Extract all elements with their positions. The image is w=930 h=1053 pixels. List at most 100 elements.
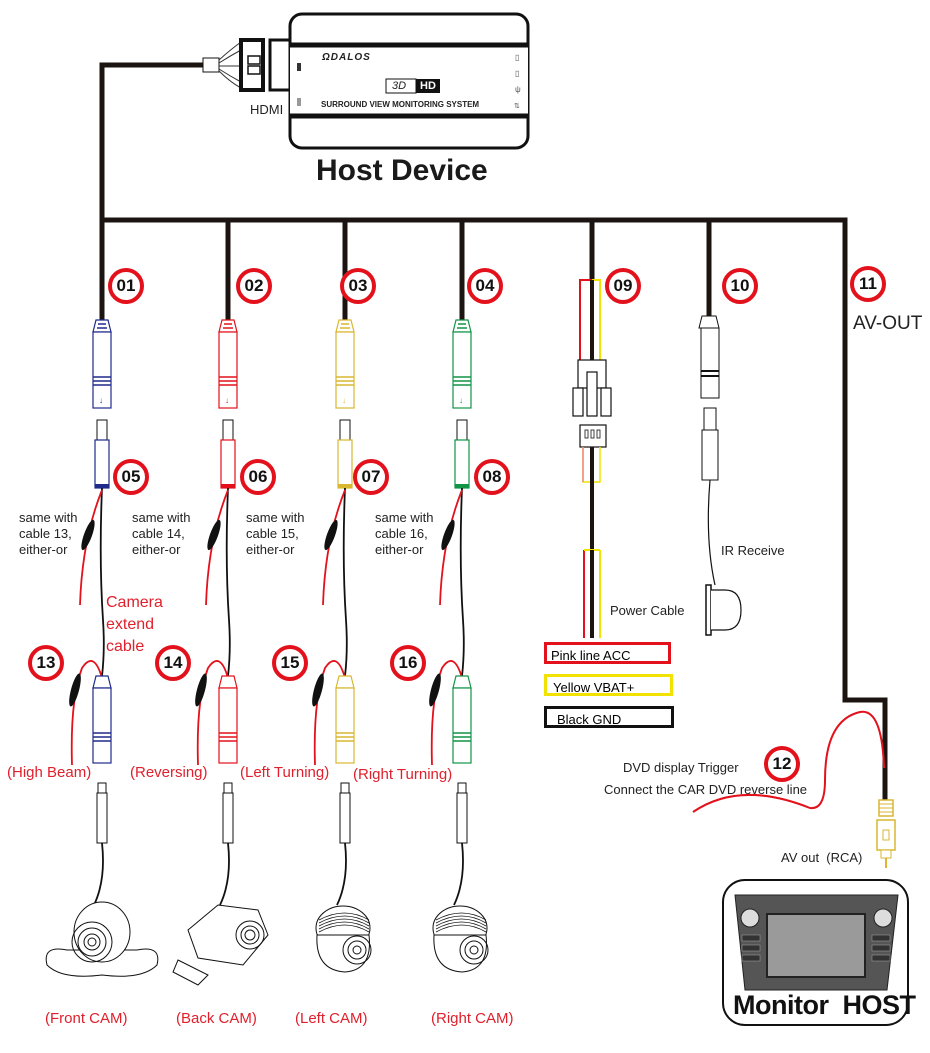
note-line: either-or (375, 542, 424, 557)
cable-badge-14: 14 (155, 645, 191, 681)
svg-text:⇅: ⇅ (514, 103, 520, 110)
front-camera-icon (45, 901, 159, 977)
camera-label-back: (Back CAM) (176, 1010, 257, 1027)
hdmi-label: HDMI (250, 102, 284, 117)
host-badge-3d: 3D (392, 80, 407, 92)
upper-connector-01: ↓ (92, 319, 112, 409)
note-line: same with (375, 510, 434, 525)
ir-receive-label: IR Receive (721, 543, 785, 558)
camera-extend-cable-label: Camera extend cable (106, 592, 163, 658)
trigger-connector-16 (429, 660, 472, 766)
camera-plug (336, 782, 351, 906)
ir-receiver-connector-10 (698, 315, 742, 636)
note-line: either-or (19, 542, 68, 557)
fuse-holder-icon (69, 673, 81, 707)
wire-box-gnd: Black GND (544, 706, 674, 728)
camera-cable (93, 842, 104, 906)
cable-badge-03: 03 (340, 268, 376, 304)
extend-cable (99, 487, 105, 677)
trigger-connector-13 (69, 660, 112, 766)
trigger-label-high-beam: (High Beam) (7, 764, 92, 781)
cable-badge-02: 02 (236, 268, 272, 304)
camera-cable (336, 842, 347, 906)
note-line: same with (19, 510, 78, 525)
extend-connector-07 (322, 419, 353, 677)
trigger-wire (70, 660, 103, 766)
camera-plug (219, 782, 234, 906)
camera-plug (93, 782, 108, 906)
cable-badge-16: 16 (390, 645, 426, 681)
trigger-connector-15 (312, 660, 355, 766)
trigger-label-right-turning: (Right Turning) (353, 766, 453, 783)
caption-line: cable (106, 638, 145, 655)
note-line: cable 14, (132, 526, 185, 541)
svg-text:↓: ↓ (459, 396, 463, 405)
trigger-wire (196, 660, 229, 766)
note-line: cable 13, (19, 526, 72, 541)
dvd-trigger-label: DVD display Trigger Connect the CAR DVD … (604, 757, 807, 801)
upper-connector-03: ↓ (335, 319, 355, 409)
fuse-holder-icon (324, 519, 338, 551)
monitor-host-icon (722, 879, 909, 1026)
upper-connector-04: ↓ (452, 319, 472, 409)
note-cable-16: same with cable 16, either-or (375, 510, 434, 558)
camera-cable (219, 842, 230, 906)
cable-badge-10: 10 (722, 268, 758, 304)
cable-badge-07: 07 (353, 459, 389, 495)
cable-badge-09: 09 (605, 268, 641, 304)
hdmi-plug-icon (202, 38, 294, 92)
svg-text:ψ: ψ (515, 85, 521, 94)
host-device-box: ▯ ▯ ψ ⇅ (288, 12, 530, 150)
main-cable-bus (99, 62, 888, 800)
cable-badge-11: 11 (850, 266, 886, 302)
caption-line: Camera (106, 594, 163, 611)
fuse-holder-icon (81, 519, 95, 551)
camera-label-left: (Left CAM) (295, 1010, 368, 1027)
trigger-label-reversing: (Reversing) (130, 764, 208, 781)
camera-cable (453, 842, 464, 906)
wire-box-acc: Pink line ACC (544, 642, 671, 664)
wire-box-vbat: Yellow VBAT+ (544, 674, 673, 696)
fuse-holder-icon (207, 519, 221, 551)
trigger-wire (430, 660, 463, 766)
monitor-host-label: Monitor HOST (733, 990, 916, 1020)
note-line: same with (132, 510, 191, 525)
cable-badge-04: 04 (467, 268, 503, 304)
cable-badge-06: 06 (240, 459, 276, 495)
cable-badge-08: 08 (474, 459, 510, 495)
host-badge-hd: HD (420, 80, 436, 92)
fuse-holder-icon (429, 673, 441, 707)
svg-text:↓: ↓ (225, 396, 229, 405)
extend-connector-05 (79, 419, 110, 677)
cable-badge-13: 13 (28, 645, 64, 681)
cable-badge-01: 01 (108, 268, 144, 304)
extend-cable (459, 487, 465, 677)
note-line: cable 15, (246, 526, 299, 541)
host-device-title: Host Device (316, 154, 488, 187)
fuse-holder-icon (312, 673, 324, 707)
dvd-trigger-line: Connect the CAR DVD reverse line (604, 782, 808, 797)
trigger-connector-14 (195, 660, 238, 766)
note-cable-14: same with cable 14, either-or (132, 510, 191, 558)
power-connector-09 (572, 279, 612, 638)
power-cable-label: Power Cable (610, 603, 685, 618)
back-camera-icon (172, 904, 269, 986)
rca-plug-icon (876, 799, 896, 868)
svg-text:▯: ▯ (515, 53, 519, 62)
camera-label-front: (Front CAM) (45, 1010, 128, 1027)
cable-badge-05: 05 (113, 459, 149, 495)
trigger-label-left-turning: (Left Turning) (240, 764, 330, 781)
svg-text:↓: ↓ (342, 396, 346, 405)
left-camera-icon (315, 905, 372, 973)
fuse-holder-icon (441, 519, 455, 551)
note-line: either-or (246, 542, 295, 557)
note-cable-13: same with cable 13, either-or (19, 510, 78, 558)
host-system-name: SURROUND VIEW MONITORING SYSTEM (321, 100, 480, 109)
svg-text:▯: ▯ (515, 69, 519, 78)
cable-badge-15: 15 (272, 645, 308, 681)
note-line: same with (246, 510, 305, 525)
extend-cable (342, 487, 348, 677)
extend-cable (225, 487, 231, 677)
rca-label: AV out (RCA) (781, 850, 863, 865)
